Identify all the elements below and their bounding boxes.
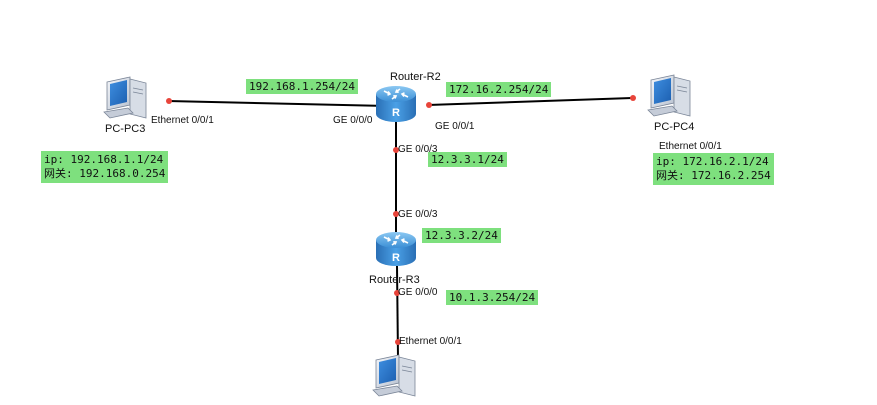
port-dot-r2-ge003[interactable] — [393, 147, 399, 153]
device-name-r3: Router-R3 — [369, 274, 420, 286]
ip-tag-r2-ge000: 192.168.1.254/24 — [246, 79, 358, 94]
port-label-pc3-eth: Ethernet 0/0/1 — [151, 115, 214, 126]
link-pc3-r2 — [167, 100, 389, 107]
port-label-r2-ge001: GE 0/0/1 — [435, 121, 475, 132]
device-name-r2: Router-R2 — [390, 71, 441, 83]
port-label-pc4-eth: Ethernet 0/0/1 — [659, 141, 722, 152]
pc3-gateway-text: 网关: 192.168.0.254 — [44, 167, 166, 180]
port-label-pc5-eth: Ethernet 0/0/1 — [399, 336, 462, 347]
router-icon-r2[interactable]: R — [376, 86, 416, 122]
ip-tag-r2-ge001: 172.16.2.254/24 — [446, 82, 552, 97]
pc4-config-box: ip: 172.16.2.1/24 网关: 172.16.2.254 — [653, 153, 774, 185]
port-dot-r2-ge001[interactable] — [426, 102, 432, 108]
pc3-config-box: ip: 192.168.1.1/24 网关: 192.168.0.254 — [41, 151, 169, 183]
svg-text:R: R — [392, 252, 400, 264]
pc-icon-pc3[interactable] — [103, 76, 147, 119]
router-icon-r3[interactable]: R — [376, 232, 416, 266]
ip-tag-r3-ge000: 10.1.3.254/24 — [446, 290, 539, 305]
device-name-pc3: PC-PC3 — [105, 123, 146, 135]
port-label-r3-ge003: GE 0/0/3 — [398, 209, 438, 220]
pc4-ip-text: ip: 172.16.2.1/24 — [656, 155, 769, 168]
port-label-r2-ge000: GE 0/0/0 — [333, 115, 373, 126]
port-label-r3-ge000: GE 0/0/0 — [398, 287, 438, 298]
pc4-gateway-text: 网关: 172.16.2.254 — [656, 169, 771, 182]
pc-icon-bottom[interactable] — [372, 354, 416, 397]
port-dot-pc3[interactable] — [166, 98, 172, 104]
svg-text:R: R — [392, 107, 400, 119]
link-r2-pc4 — [427, 97, 633, 106]
port-dot-pc5[interactable] — [395, 339, 401, 345]
ip-tag-r2-ge003: 12.3.3.1/24 — [428, 152, 507, 167]
pc3-ip-text: ip: 192.168.1.1/24 — [44, 153, 164, 166]
ip-tag-r3-ge003: 12.3.3.2/24 — [422, 228, 501, 243]
pc-icon-pc4[interactable] — [647, 74, 691, 117]
port-label-r2-ge003: GE 0/0/3 — [398, 144, 438, 155]
port-dot-r3-ge000[interactable] — [394, 290, 400, 296]
device-name-pc4: PC-PC4 — [654, 121, 695, 133]
port-dot-r3-ge003[interactable] — [393, 211, 399, 217]
port-dot-pc4[interactable] — [630, 95, 636, 101]
